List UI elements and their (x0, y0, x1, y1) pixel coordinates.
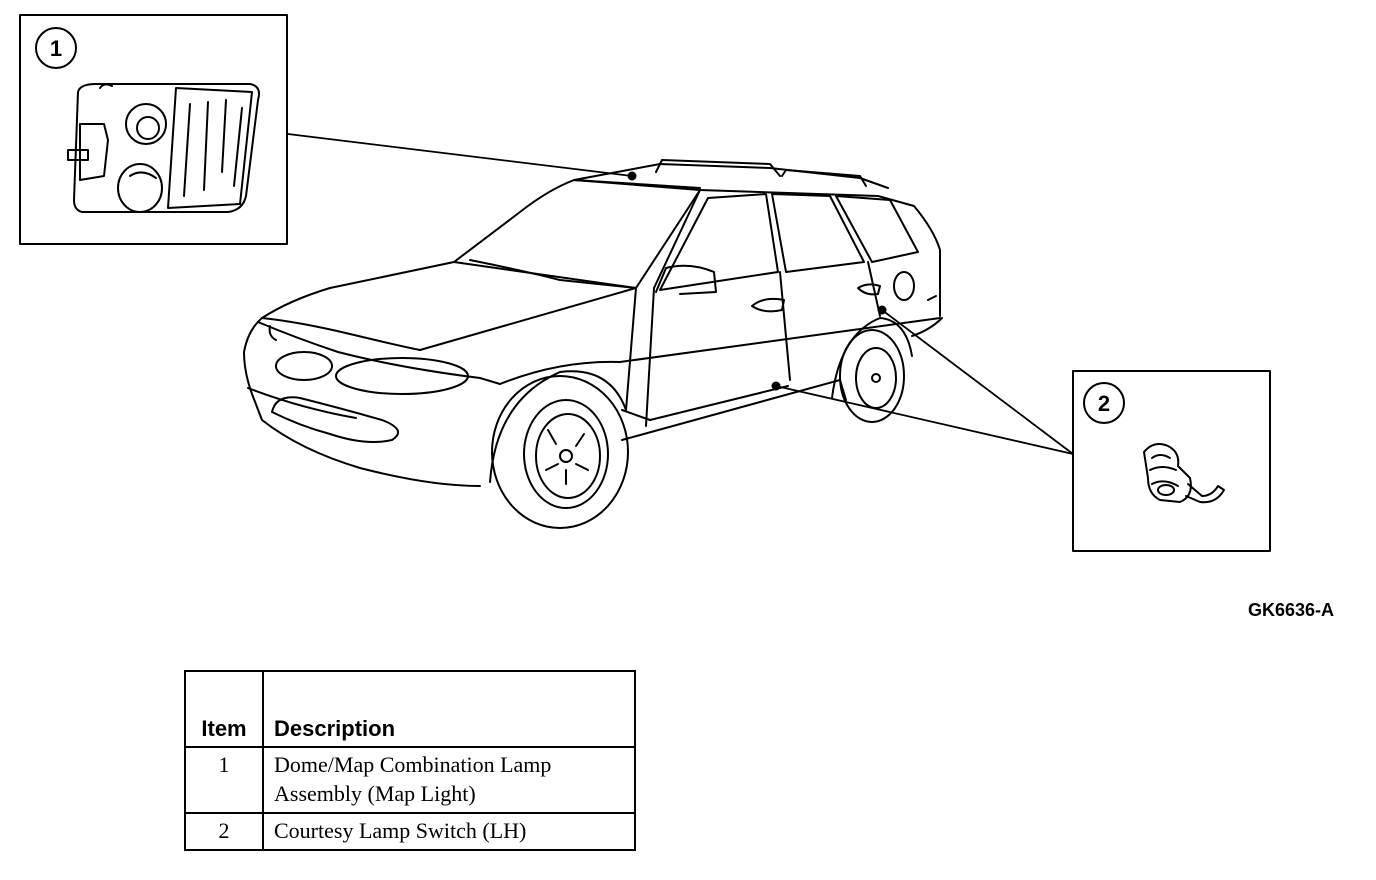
legend-row: 2 Courtesy Lamp Switch (LH) (184, 812, 636, 851)
legend-table: Item Description 1 Dome/Map Combination … (184, 670, 636, 851)
legend-row: 1 Dome/Map Combination Lamp Assembly (Ma… (184, 746, 636, 814)
callout-circle-2 (1083, 382, 1125, 424)
callout-circle-1 (35, 27, 77, 69)
legend-row-item: 1 (184, 746, 264, 814)
location-dot-1 (627, 171, 637, 181)
legend-header-item: Item (184, 670, 264, 748)
dome-map-lamp-icon (67, 83, 260, 213)
figure-code: GK6636-A (1248, 600, 1335, 620)
legend-row-item: 2 (184, 812, 264, 851)
legend-header-row: Item Description (184, 670, 636, 748)
legend-row-description-line: Dome/Map Combination Lamp (274, 752, 552, 777)
leader-lines (287, 133, 1074, 455)
legend-row-description: Dome/Map Combination Lamp Assembly (Map … (262, 746, 636, 814)
callout-number-2: 2 (1098, 391, 1110, 416)
station-wagon-drawing (243, 159, 943, 529)
callout-number-1: 1 (50, 36, 62, 61)
courtesy-lamp-switch-icon (1143, 443, 1225, 504)
legend-row-description-line: Assembly (Map Light) (274, 781, 476, 806)
legend-row-description-line: Courtesy Lamp Switch (LH) (274, 818, 527, 843)
legend-row-description: Courtesy Lamp Switch (LH) (262, 812, 636, 851)
legend-header-description: Description (262, 670, 636, 748)
detail-box-2 (1072, 370, 1271, 552)
detail-box-1 (19, 14, 288, 245)
